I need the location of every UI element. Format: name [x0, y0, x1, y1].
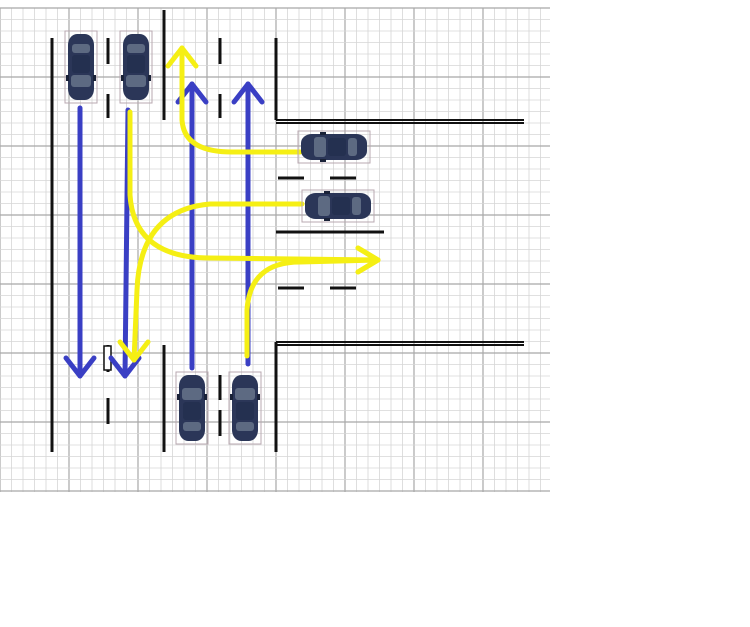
car-southbound-right	[119, 30, 153, 104]
car-westbound-lower	[301, 189, 375, 223]
arrow-head	[63, 355, 97, 379]
arrow-shaft	[179, 45, 303, 155]
car-southbound-left	[64, 30, 98, 104]
straight-southbound-left	[63, 105, 97, 379]
arrow-head	[165, 45, 199, 69]
car-northbound-left	[175, 371, 209, 445]
arrow-head	[231, 81, 265, 105]
arrow-shaft	[127, 109, 381, 263]
car-northbound-right	[228, 371, 262, 445]
arrow-head	[117, 339, 151, 363]
turn-northbound-to-east	[244, 245, 381, 359]
car-westbound-upper	[297, 130, 371, 164]
traffic-arrows	[63, 45, 381, 379]
road-markings	[50, 10, 524, 452]
arrow-shaft	[131, 201, 305, 363]
arrow-shaft	[244, 257, 381, 359]
turn-westbound-to-south	[117, 201, 305, 363]
arrow-head	[108, 355, 142, 379]
arrow-head	[355, 245, 381, 275]
turn-westbound-to-north	[165, 45, 303, 155]
